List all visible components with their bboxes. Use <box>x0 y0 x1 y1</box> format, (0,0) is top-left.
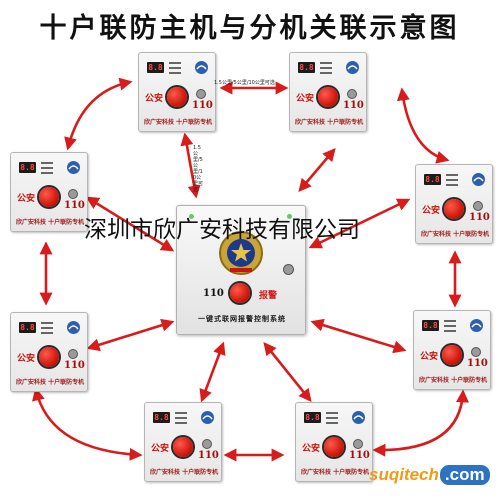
sub-unit: 8.8 公安 110 欣广安科技 十户联防专机 <box>415 164 493 244</box>
alarm-number: 110 <box>64 360 85 371</box>
alarm-button[interactable] <box>173 437 193 457</box>
arrow-host-topright <box>298 148 336 192</box>
mic-knob-icon <box>353 439 363 449</box>
mic-knob-icon <box>196 89 206 99</box>
host-alarm-number: 110 <box>203 288 224 299</box>
digital-display: 8.8 <box>298 62 315 73</box>
unit-footer: 欣广安科技 十户联防专机 <box>16 219 85 226</box>
digital-display: 8.8 <box>153 412 170 423</box>
digital-display: 8.8 <box>147 62 164 73</box>
police-label: 公安 <box>420 352 439 362</box>
brand-logo-icon <box>67 161 80 174</box>
digital-display: 8.8 <box>304 412 321 423</box>
host-system-name: 一键式联网报警控制系统 <box>198 314 286 323</box>
alarm-button[interactable] <box>39 187 59 207</box>
indicator-leds <box>175 412 191 427</box>
company-watermark: 深圳市欣广安科技有限公司 <box>84 217 360 243</box>
arrow-host-bottomleft <box>199 341 226 403</box>
mic-knob-icon <box>283 264 294 275</box>
unit-footer: 欣广安科技 十户联防专机 <box>150 469 219 476</box>
arrow-host-bottomright <box>263 341 312 403</box>
sub-unit: 8.8 公安 110 欣广安科技 十户联防专机 <box>413 310 491 390</box>
brand-logo-icon <box>346 61 359 74</box>
alarm-number: 110 <box>469 212 490 223</box>
police-label: 公安 <box>17 354 36 364</box>
alarm-number: 110 <box>198 450 219 461</box>
arrow-host-right <box>308 198 411 249</box>
alarm-number: 110 <box>349 450 370 461</box>
digital-display: 8.8 <box>19 322 36 333</box>
mic-knob-icon <box>473 201 483 211</box>
indicator-leds <box>41 162 57 177</box>
police-label: 公安 <box>145 94 164 104</box>
alarm-button[interactable] <box>324 437 344 457</box>
status-led <box>287 214 292 219</box>
distance-label: 1.5公里/5公里/10公里可选 <box>214 80 275 86</box>
host-alarm-button[interactable] <box>230 283 250 303</box>
indicator-leds <box>446 174 462 189</box>
alarm-button[interactable] <box>39 347 59 367</box>
brand-logo-icon <box>201 411 214 424</box>
digital-display: 8.8 <box>422 320 439 331</box>
arrow-topleft-left <box>64 77 133 151</box>
digital-display: 8.8 <box>424 174 441 185</box>
mic-knob-icon <box>471 347 481 357</box>
digital-display: 8.8 <box>19 162 36 173</box>
police-label: 公安 <box>296 94 315 104</box>
arrow-topright-right <box>396 87 450 164</box>
unit-footer: 欣广安科技 十户联防专机 <box>301 469 370 476</box>
unit-footer: 欣广安科技 十户联防专机 <box>421 231 490 238</box>
mic-knob-icon <box>202 439 212 449</box>
mic-knob-icon <box>68 189 78 199</box>
distance-label-vertical: 1.5公里/5公里/10公里可选 <box>193 145 204 193</box>
alarm-number: 110 <box>343 100 364 111</box>
sub-unit: 8.8 公安 110 欣广安科技 十户联防专机 <box>10 312 88 392</box>
indicator-leds <box>444 320 460 335</box>
alarm-button[interactable] <box>318 87 338 107</box>
arrow-host-lowleft <box>86 318 175 352</box>
arrow-host-lowright <box>310 318 407 354</box>
host-alarm-label: 报警 <box>259 291 278 301</box>
alarm-button[interactable] <box>442 345 462 365</box>
indicator-leds <box>169 62 185 77</box>
police-label: 公安 <box>302 444 321 454</box>
arrow-host-topleft <box>180 132 201 199</box>
sub-unit: 8.8 公安 110 欣广安科技 十户联防专机 <box>138 52 216 132</box>
sub-unit: 8.8 公安 110 欣广安科技 十户联防专机 <box>144 402 222 482</box>
arrow-lowleft-bottomleft <box>32 387 143 461</box>
unit-footer: 欣广安科技 十户联防专机 <box>144 119 213 126</box>
mic-knob-icon <box>347 89 357 99</box>
alarm-number: 110 <box>192 100 213 111</box>
indicator-leds <box>41 322 57 337</box>
arrow-host-left <box>85 196 175 252</box>
unit-footer: 欣广安科技 十户联防专机 <box>419 377 488 384</box>
brand-logo-icon <box>472 173 485 186</box>
sub-unit: 8.8 公安 110 欣广安科技 十户联防专机 <box>295 402 373 482</box>
police-badge-icon <box>219 231 263 275</box>
alarm-button[interactable] <box>444 199 464 219</box>
unit-footer: 欣广安科技 十户联防专机 <box>295 119 364 126</box>
page-title: 十户联防主机与分机关联示意图 <box>39 13 460 44</box>
unit-footer: 欣广安科技 十户联防专机 <box>16 379 85 386</box>
site-logo: suqitech.com <box>369 465 490 485</box>
arrow-lowright-bottomright <box>372 389 469 457</box>
brand-logo-icon <box>352 411 365 424</box>
sub-unit: 8.8 公安 110 欣广安科技 十户联防专机 <box>10 152 88 232</box>
alarm-button[interactable] <box>167 87 187 107</box>
brand-logo-icon <box>67 321 80 334</box>
alarm-number: 110 <box>64 200 85 211</box>
police-label: 公安 <box>17 194 36 204</box>
indicator-leds <box>320 62 336 77</box>
host-unit: 110 报警 一键式联网报警控制系统 <box>176 205 306 335</box>
police-label: 公安 <box>151 444 170 454</box>
mic-knob-icon <box>68 349 78 359</box>
brand-logo-icon <box>470 319 483 332</box>
alarm-number: 110 <box>467 358 488 369</box>
indicator-leds <box>326 412 342 427</box>
status-led <box>189 214 194 219</box>
police-label: 公安 <box>422 206 441 216</box>
sub-unit: 8.8 公安 110 欣广安科技 十户联防专机 <box>289 52 367 132</box>
brand-logo-icon <box>195 61 208 74</box>
